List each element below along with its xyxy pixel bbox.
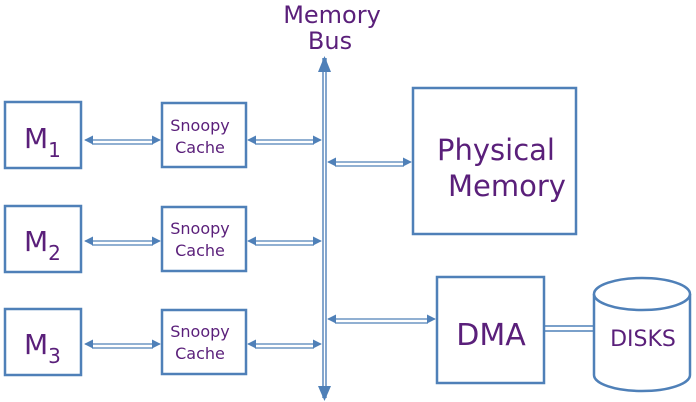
connection-arrows bbox=[84, 135, 436, 349]
snoopy-cache-1: Snoopy Cache bbox=[160, 101, 248, 169]
processor-m2: M2 bbox=[3, 204, 83, 274]
disks-cylinder-top bbox=[592, 276, 692, 312]
disks-cylinder-body bbox=[592, 294, 692, 393]
snoopy-cache-2-line1: Snoopy bbox=[170, 219, 230, 238]
processor-m3-box bbox=[3, 307, 83, 377]
disks-label: DISKS bbox=[610, 327, 676, 352]
processor-m1-box bbox=[3, 100, 83, 170]
processor-m1: M1 bbox=[3, 100, 83, 170]
memory-bus: Memory Bus bbox=[283, 1, 381, 401]
snoopy-cache-2-box bbox=[160, 205, 248, 273]
memory-bus-arrow-bottom bbox=[318, 386, 331, 401]
memory-bus-label-line1: Memory bbox=[283, 1, 381, 29]
snoopy-cache-3-line2: Cache bbox=[175, 344, 225, 363]
processor-m2-label: M2 bbox=[24, 225, 61, 265]
snoopy-cache-1-line2: Cache bbox=[175, 138, 225, 157]
arrow-bus-memory bbox=[327, 157, 412, 167]
processor-m3: M3 bbox=[3, 307, 83, 377]
processor-m1-label: M1 bbox=[24, 122, 61, 162]
dma-box bbox=[435, 275, 546, 385]
arrow-m1-cache1 bbox=[84, 135, 161, 145]
dma-controller: DMA bbox=[435, 275, 546, 385]
dma-disks-link bbox=[544, 325, 594, 332]
arrow-m3-cache3 bbox=[84, 339, 161, 349]
snoopy-cache-1-box bbox=[160, 101, 248, 169]
physical-memory-line2: Memory bbox=[448, 169, 566, 203]
snoopy-cache-3: Snoopy Cache bbox=[160, 308, 248, 376]
physical-memory: Physical Memory bbox=[411, 86, 578, 236]
physical-memory-line1: Physical bbox=[437, 133, 555, 167]
snoopy-cache-3-line1: Snoopy bbox=[170, 322, 230, 341]
processor-m3-label: M3 bbox=[24, 328, 61, 368]
snoopy-cache-1-line1: Snoopy bbox=[170, 116, 230, 135]
memory-bus-arrow-top bbox=[318, 56, 331, 72]
arrow-cache3-bus bbox=[247, 339, 322, 349]
arrow-bus-dma bbox=[327, 314, 436, 324]
snoopy-cache-2: Snoopy Cache bbox=[160, 205, 248, 273]
arrow-cache2-bus bbox=[247, 236, 322, 246]
processor-m2-box bbox=[3, 204, 83, 274]
physical-memory-box bbox=[411, 86, 578, 236]
disks: DISKS bbox=[592, 276, 692, 393]
snoopy-cache-2-line2: Cache bbox=[175, 241, 225, 260]
dma-label: DMA bbox=[456, 318, 526, 353]
snoopy-cache-3-box bbox=[160, 308, 248, 376]
arrow-m2-cache2 bbox=[84, 236, 161, 246]
arrow-cache1-bus bbox=[247, 135, 322, 145]
memory-bus-label-line2: Bus bbox=[308, 27, 352, 55]
